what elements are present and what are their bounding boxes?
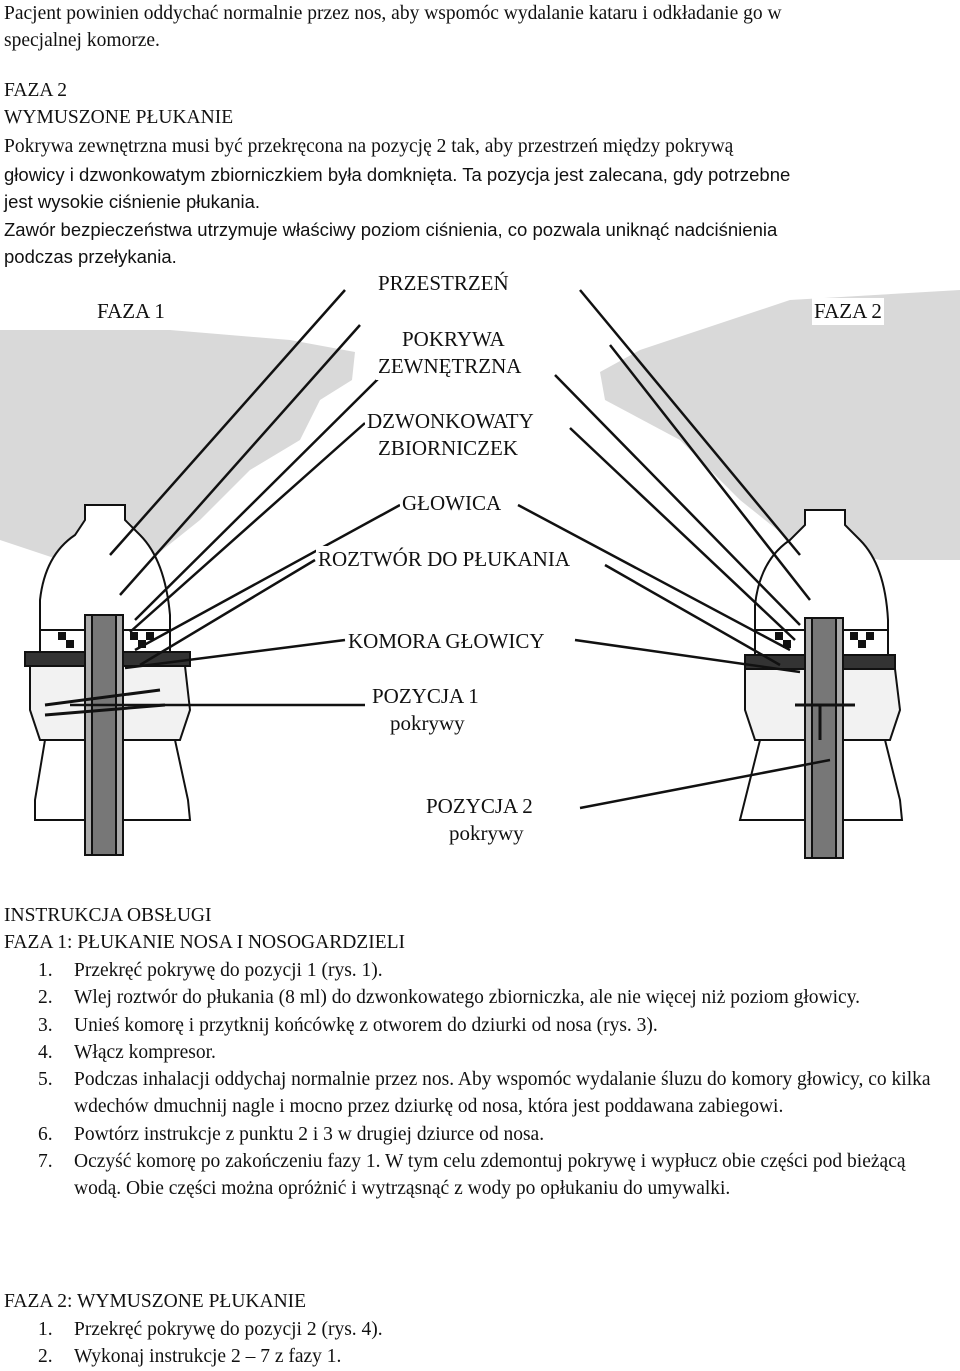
step-text: Powtórz instrukcje z punktu 2 i 3 w drug… xyxy=(74,1123,545,1145)
label-position-1-line-1: POZYCJA 1 xyxy=(370,683,481,710)
phase-1-title: FAZA 1: PŁUKANIE NOSA I NOSOGARDZIELI xyxy=(4,932,406,953)
label-head: GŁOWICA xyxy=(400,490,504,517)
label-bell-reservoir-line-1: DZWONKOWATY xyxy=(365,408,536,435)
phase2-paragraph-2-line-1: Zawór bezpieczeństwa utrzymuje właściwy … xyxy=(4,219,778,240)
figure-phase-2-label: FAZA 2 xyxy=(812,298,884,325)
step-text: Podczas inhalacji oddychaj normalnie prz… xyxy=(74,1069,931,1118)
step-number: 6. xyxy=(38,1123,53,1145)
intro-line-1: Pacjent powinien oddychać normalnie prze… xyxy=(4,3,782,24)
step-number: 1. xyxy=(38,1319,53,1340)
figure-phase-1-label: FAZA 1 xyxy=(95,298,167,325)
list-item: 1. Przekręć pokrywę do pozycji 1 (rys. 1)… xyxy=(0,957,954,984)
step-text: Oczyść komorę po zakończeniu fazy 1. W t… xyxy=(74,1151,906,1200)
list-item: 2. Wlej roztwór do płukania (8 ml) do dzw… xyxy=(0,984,954,1011)
step-text: Unieś komorę i przytknij końcówkę z otwo… xyxy=(74,1014,658,1036)
nebulizer-phase-2 xyxy=(738,509,904,859)
intro-line-2: specjalnej komorze. xyxy=(4,30,160,51)
list-item: 6. Powtórz instrukcje z punktu 2 i 3 w dr… xyxy=(0,1121,954,1148)
nebulizer-diagram xyxy=(0,289,960,859)
list-item: 2. Wykonaj instrukcje 2 – 7 z fazy 1. xyxy=(0,1343,954,1370)
phase2-paragraph-1-line-2: głowicy i dzwonkowatym zbiorniczkiem był… xyxy=(4,164,791,185)
list-item: 3. Unieś komorę i przytknij końcówkę z ot… xyxy=(0,1012,954,1039)
face-silhouette-right xyxy=(600,290,960,560)
label-position-2-line-1: POZYCJA 2 xyxy=(424,793,535,820)
phase2-title: FAZA 2 xyxy=(4,80,68,101)
label-outer-cover-line-2: ZEWNĘTRZNA xyxy=(376,353,524,380)
list-item: 5. Podczas inhalacji oddychaj normalnie p… xyxy=(0,1066,954,1121)
step-number: 2. xyxy=(38,1346,53,1368)
list-item: 7. Oczyść komorę po zakończeniu fazy 1. W… xyxy=(0,1148,954,1203)
instructions-title: INSTRUKCJA OBSŁUGI xyxy=(4,905,212,926)
label-head-chamber: KOMORA GŁOWICY xyxy=(346,628,547,655)
step-number: 3. xyxy=(38,1014,53,1036)
phase2-paragraph-1-line-3: jest wysokie ciśnienie płukania. xyxy=(4,191,261,212)
phase2-subtitle: WYMUSZONE PŁUKANIE xyxy=(4,107,234,128)
face-silhouette-left xyxy=(0,330,355,560)
step-text: Przekręć pokrywę do pozycji 2 (rys. 4). xyxy=(74,1319,383,1340)
phase-2-steps: 1. Przekręć pokrywę do pozycji 2 (rys. 4)… xyxy=(0,1316,954,1371)
label-position-2-line-2: pokrywy xyxy=(447,820,526,847)
step-number: 4. xyxy=(38,1041,53,1063)
step-text: Włącz kompresor. xyxy=(74,1041,216,1063)
label-outer-cover-line-1: POKRYWA xyxy=(400,326,507,353)
label-position-1-line-2: pokrywy xyxy=(388,710,467,737)
step-text: Wykonaj instrukcje 2 – 7 z fazy 1. xyxy=(74,1346,342,1368)
list-item: 4. Włącz kompresor. xyxy=(0,1039,954,1066)
label-bell-reservoir-line-2: ZBIORNICZEK xyxy=(376,435,520,462)
step-text: Wlej roztwór do płukania (8 ml) do dzwon… xyxy=(74,987,861,1009)
step-number: 7. xyxy=(38,1151,53,1173)
step-number: 5. xyxy=(38,1069,53,1091)
list-item: 1. Przekręć pokrywę do pozycji 2 (rys. 4)… xyxy=(0,1316,954,1343)
phase2-paragraph-1-line-1: Pokrywa zewnętrzna musi być przekręcona … xyxy=(4,136,734,157)
phase2-paragraph-2-line-2: podczas przełykania. xyxy=(4,246,177,267)
phase-1-steps: 1. Przekręć pokrywę do pozycji 1 (rys. 1)… xyxy=(0,957,954,1203)
step-number: 1. xyxy=(38,960,53,981)
label-rinse-solution: ROZTWÓR DO PŁUKANIA xyxy=(316,546,572,573)
step-number: 2. xyxy=(38,987,53,1009)
phase-2-title: FAZA 2: WYMUSZONE PŁUKANIE xyxy=(4,1291,307,1312)
step-text: Przekręć pokrywę do pozycji 1 (rys. 1). xyxy=(74,960,383,981)
nebulizer-phase-1 xyxy=(24,504,192,856)
leader-lines xyxy=(70,289,831,810)
label-space: PRZESTRZEŃ xyxy=(376,270,511,297)
